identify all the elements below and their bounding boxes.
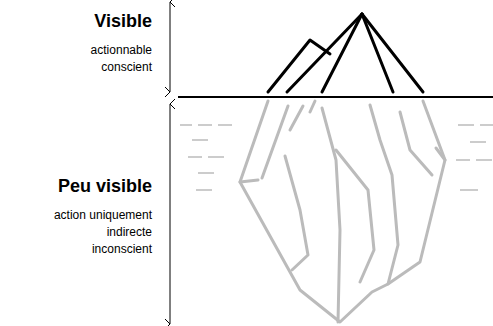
- section-heading: Visible: [94, 10, 152, 32]
- range-arrow: [170, 2, 171, 92]
- section-note: actionnable conscient: [82, 42, 152, 76]
- iceberg-visible: [268, 14, 423, 92]
- waterline: [178, 96, 493, 98]
- range-arrow: [170, 104, 171, 324]
- iceberg-underwater: [240, 101, 445, 322]
- section-heading: Peu visible: [58, 175, 152, 197]
- section-note: action uniquement indirecte inconscient: [48, 207, 152, 258]
